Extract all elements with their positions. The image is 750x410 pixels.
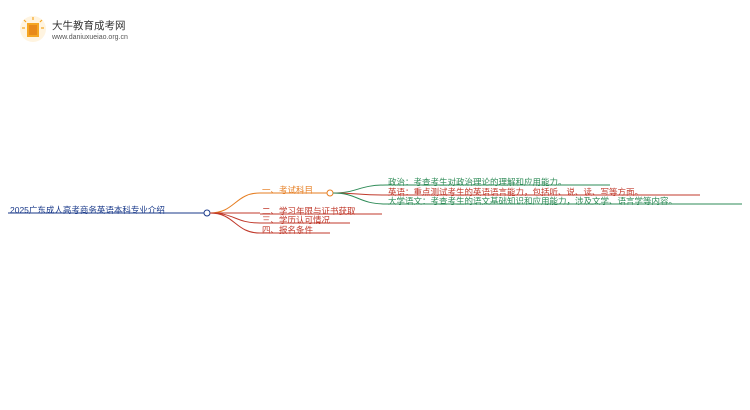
root-node[interactable]: 2025广东成人高考商务英语本科专业介绍	[10, 205, 165, 215]
edge-leaf-3	[332, 192, 387, 205]
branch-degree-recognition[interactable]: 三、学历认可情况	[262, 215, 331, 225]
branch-application-requirements[interactable]: 四、报名条件	[262, 225, 314, 235]
branch-1-dot	[326, 189, 334, 197]
root-node-dot	[203, 209, 211, 217]
leaf-chinese[interactable]: 大学语文：考查考生的语文基础知识和应用能力，涉及文学、语言学等内容。	[388, 196, 678, 206]
edge-branch-3	[209, 212, 261, 224]
branch-exam-subjects[interactable]: 一、考试科目	[262, 185, 314, 195]
site-url: www.daniuxueiao.org.cn	[52, 34, 128, 41]
leaf-politics[interactable]: 政治：考查考生对政治理论的理解和应用能力。	[388, 177, 567, 187]
edge-branch-4	[209, 212, 261, 234]
site-logo[interactable]: 大牛教育成考网 www.daniuxueiao.org.cn	[18, 14, 138, 48]
edge-branch-1	[209, 192, 261, 214]
book-flame-icon	[20, 16, 46, 42]
edge-leaf-1	[332, 184, 387, 194]
site-title: 大牛教育成考网	[52, 20, 126, 32]
leaf-english[interactable]: 英语：重点测试考生的英语语言能力，包括听、说、读、写等方面。	[388, 187, 644, 197]
branch-study-duration[interactable]: 二、学习年限与证书获取	[262, 206, 356, 216]
